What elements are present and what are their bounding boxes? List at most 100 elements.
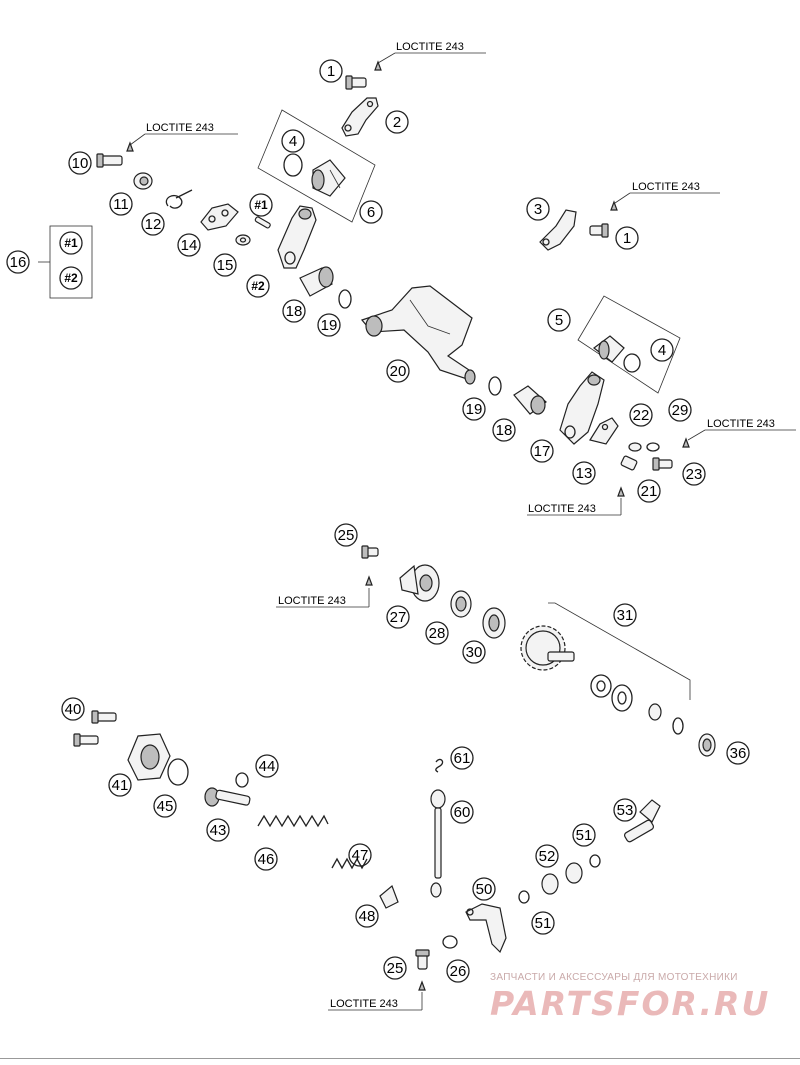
part-valve-5 <box>593 335 625 363</box>
watermark-caption: ЗАПЧАСТИ И АКСЕССУАРЫ ДЛЯ МОТОТЕХНИКИ <box>490 972 738 983</box>
callout-14: 14 <box>177 233 201 257</box>
callout-25-upper: 25 <box>334 523 358 547</box>
svg-text:5: 5 <box>555 312 563 329</box>
callout-45: 45 <box>153 794 177 818</box>
svg-text:26: 26 <box>450 963 467 980</box>
svg-text:#1: #1 <box>254 198 268 212</box>
part-oring-44 <box>235 772 249 788</box>
callout-51-upper: 51 <box>572 823 596 847</box>
svg-text:60: 60 <box>454 804 471 821</box>
watermark-logo[interactable]: PARTSFOR.RU <box>490 984 771 1023</box>
svg-text:36: 36 <box>730 745 747 762</box>
part-bolt-23 <box>652 457 673 471</box>
part-washer-51a <box>518 890 530 904</box>
part-plate-14 <box>200 203 239 231</box>
svg-text:30: 30 <box>466 644 483 661</box>
part-bolt-1-right <box>589 223 609 238</box>
callout-52: 52 <box>535 844 559 868</box>
svg-text:22: 22 <box>633 407 650 424</box>
svg-text:19: 19 <box>466 401 483 418</box>
svg-text:#1: #1 <box>64 236 78 250</box>
part-bolt-25-upper <box>361 545 379 559</box>
part-bushing-31c <box>648 703 662 721</box>
callout-19-right: 19 <box>462 397 486 421</box>
svg-text:12: 12 <box>145 216 162 233</box>
svg-text:1: 1 <box>327 63 335 80</box>
callout-tag-2-upper: #2 <box>246 274 270 298</box>
callout-1-top: 1 <box>319 59 343 83</box>
part-bearing-30 <box>482 607 506 639</box>
loctite-label-top: LOCTITE 243 <box>374 41 486 71</box>
callout-29: 29 <box>668 398 692 422</box>
callout-23: 23 <box>682 462 706 486</box>
svg-text:LOCTITE 243: LOCTITE 243 <box>528 503 596 515</box>
svg-text:3: 3 <box>534 201 542 218</box>
callout-31: 31 <box>613 603 637 627</box>
part-washer-15 <box>235 234 251 246</box>
callout-46: 46 <box>254 847 278 871</box>
callout-28: 28 <box>425 621 449 645</box>
callout-22: 22 <box>629 403 653 427</box>
part-plate-13 <box>589 417 619 445</box>
part-arm-left <box>277 205 317 269</box>
callout-51-lower: 51 <box>531 911 555 935</box>
part-oring-45 <box>167 758 189 786</box>
svg-text:43: 43 <box>210 822 227 839</box>
part-washer-22 <box>628 442 642 452</box>
loctite-label-25-upper: LOCTITE 243 <box>276 575 373 608</box>
svg-text:4: 4 <box>658 342 666 359</box>
callout-tag-2-group: #2 <box>59 266 83 290</box>
part-bushing-52a <box>541 873 559 895</box>
callout-12: 12 <box>141 212 165 236</box>
svg-text:61: 61 <box>454 750 471 767</box>
part-oring-4-top <box>283 153 303 177</box>
svg-text:45: 45 <box>157 798 174 815</box>
part-arm-17 <box>559 371 605 445</box>
part-bearing-36 <box>698 733 716 757</box>
svg-text:4: 4 <box>289 133 297 150</box>
callout-40: 40 <box>61 697 85 721</box>
callout-18-right: 18 <box>492 418 516 442</box>
svg-text:LOCTITE 243: LOCTITE 243 <box>632 181 700 193</box>
svg-text:41: 41 <box>112 777 129 794</box>
callout-1-right: 1 <box>615 226 639 250</box>
callout-43: 43 <box>206 818 230 842</box>
part-bolt-25-lower <box>415 949 430 970</box>
callout-4-right: 4 <box>650 338 674 362</box>
part-shaft-53 <box>624 799 661 843</box>
bottom-divider <box>0 1058 800 1059</box>
part-shaft-20 <box>360 285 476 385</box>
part-bolt-1-top <box>345 75 367 90</box>
svg-text:29: 29 <box>672 402 689 419</box>
callout-50: 50 <box>472 877 496 901</box>
callout-26: 26 <box>446 959 470 983</box>
part-washer-29 <box>646 442 660 452</box>
callout-20: 20 <box>386 359 410 383</box>
part-pin-1 <box>254 216 271 229</box>
svg-text:LOCTITE 243: LOCTITE 243 <box>146 122 214 134</box>
svg-text:18: 18 <box>496 422 513 439</box>
svg-text:LOCTITE 243: LOCTITE 243 <box>278 595 346 607</box>
callout-10: 10 <box>68 151 92 175</box>
part-bolt-21 <box>620 455 638 471</box>
part-hub-27 <box>399 564 440 602</box>
callout-6: 6 <box>359 200 383 224</box>
part-washer-31b <box>611 684 633 712</box>
loctite-label-25-lower: LOCTITE 243 <box>328 980 426 1011</box>
svg-text:LOCTITE 243: LOCTITE 243 <box>396 41 464 53</box>
svg-text:50: 50 <box>476 881 493 898</box>
svg-text:48: 48 <box>359 908 376 925</box>
callout-27: 27 <box>386 605 410 629</box>
callout-60: 60 <box>450 800 474 824</box>
part-lever-2 <box>341 97 379 137</box>
svg-text:44: 44 <box>259 758 276 775</box>
svg-text:14: 14 <box>181 237 198 254</box>
frame-group-4-6 <box>257 109 376 223</box>
frame-group-4-5 <box>577 295 681 394</box>
svg-text:#2: #2 <box>251 279 265 293</box>
svg-text:21: 21 <box>641 483 658 500</box>
part-bearing-18-left <box>299 266 334 297</box>
svg-text:11: 11 <box>113 196 129 213</box>
svg-text:13: 13 <box>576 465 593 482</box>
part-cover-41 <box>127 733 171 781</box>
